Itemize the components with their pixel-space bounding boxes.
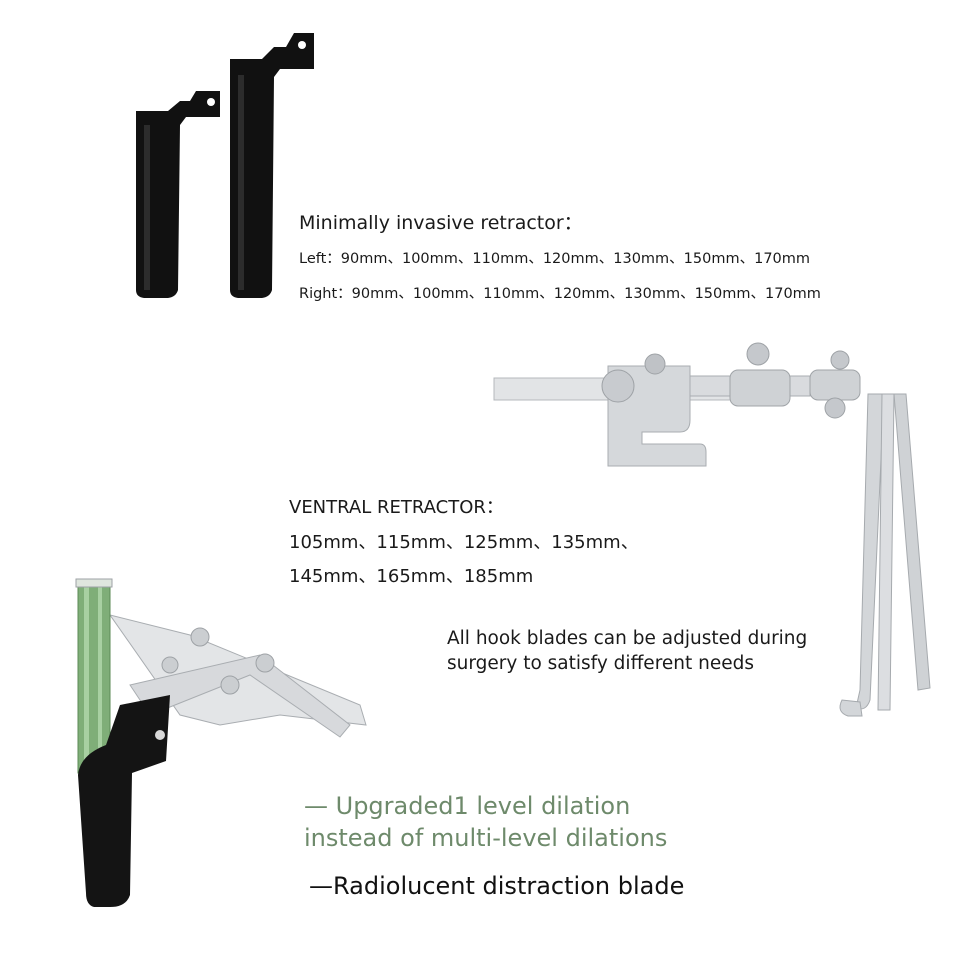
ventral-sizes-line-2: 145mm、165mm、185mm: [289, 566, 534, 587]
hook-blades-note-line-2: surgery to satisfy different needs: [447, 653, 755, 674]
right-sizes-line: Right：90mm、100mm、110mm、120mm、130mm、150mm…: [299, 286, 821, 302]
ventral-retractor-title: VENTRAL RETRACTOR：: [289, 497, 504, 518]
ventral-retractor-image: [490, 340, 940, 720]
ventral-sizes-line-1: 105mm、115mm、125mm、135mm、: [289, 532, 639, 553]
black-retractor-blades-image: [120, 25, 330, 305]
left-sizes-line: Left：90mm、100mm、110mm、120mm、130mm、150mm、…: [299, 251, 811, 267]
dilation-note-line-1: — Upgraded1 level dilation: [304, 792, 631, 820]
minimally-invasive-title: Minimally invasive retractor：: [299, 212, 583, 234]
radiolucent-blade-note: —Radiolucent distraction blade: [309, 872, 685, 900]
hook-blades-note-line-1: All hook blades can be adjusted during: [447, 628, 808, 649]
dilation-note-line-2: instead of multi-level dilations: [304, 824, 668, 852]
distraction-blade-image: [60, 575, 380, 910]
